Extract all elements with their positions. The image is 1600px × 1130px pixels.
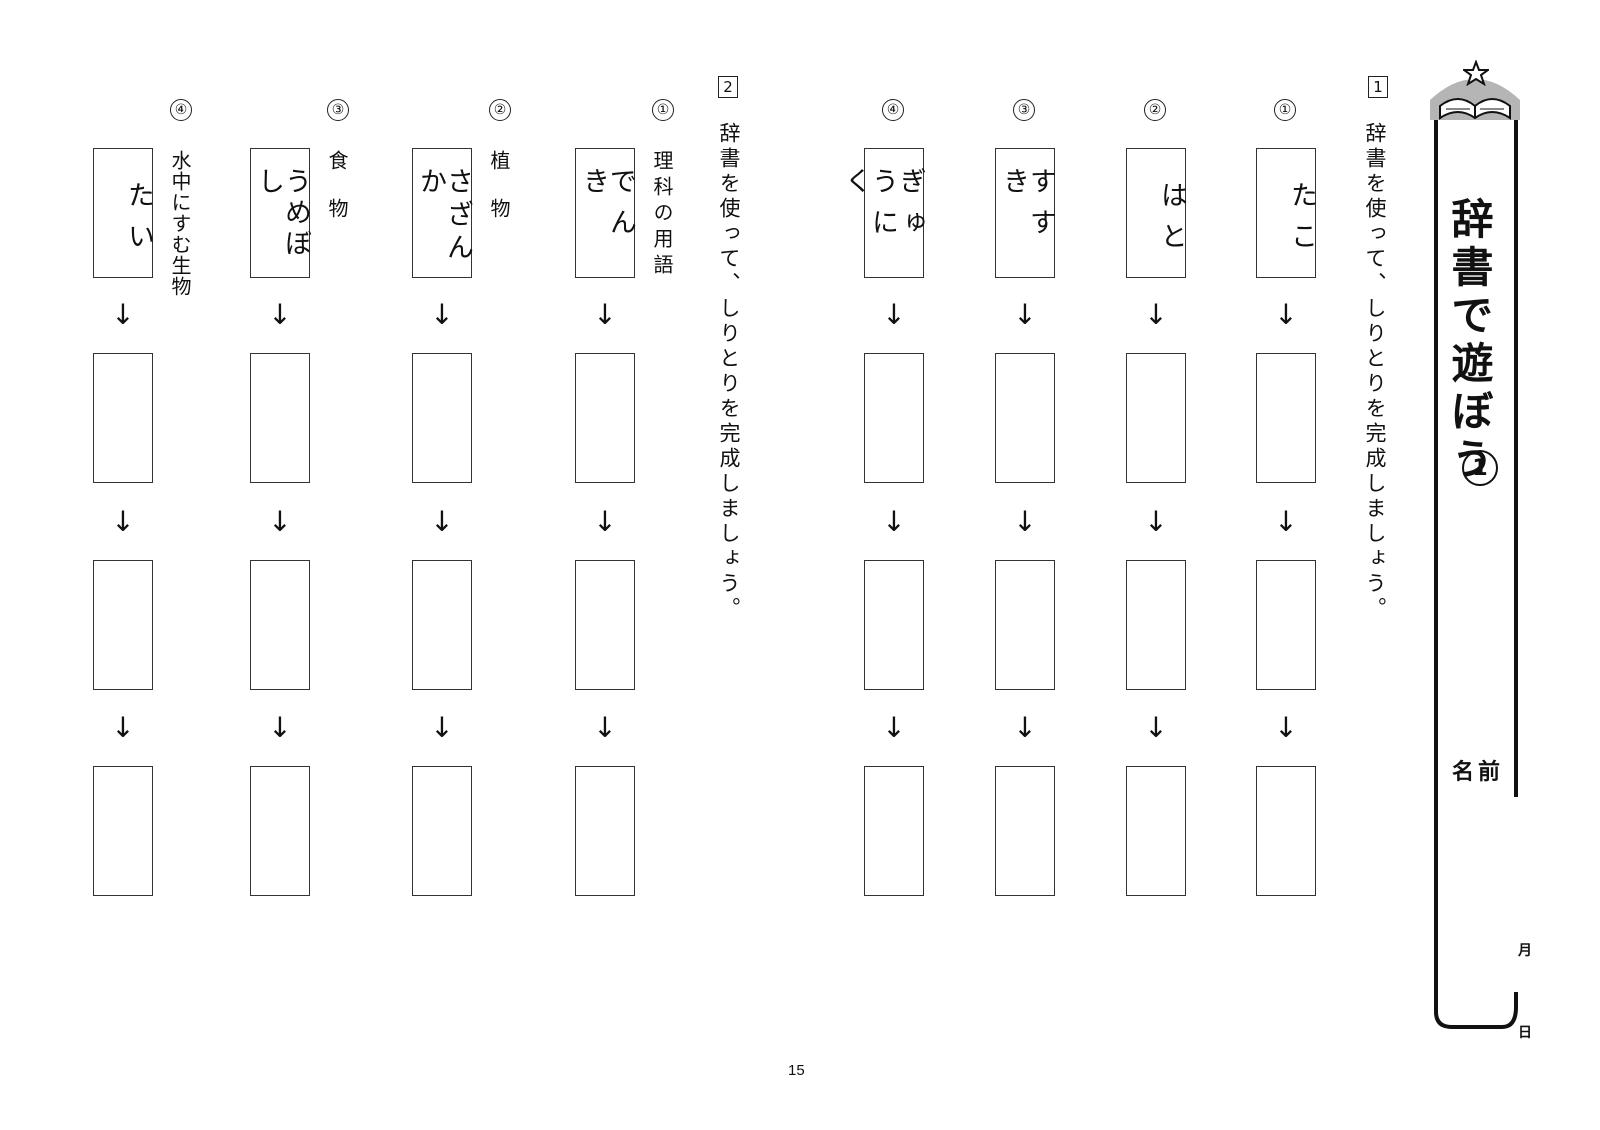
down-arrow-icon: ↓ — [430, 711, 454, 744]
category-label: 食物 — [325, 150, 349, 246]
answer-box[interactable] — [1126, 766, 1186, 896]
down-arrow-icon: ↓ — [593, 711, 617, 744]
start-word-box: はと — [1126, 148, 1187, 278]
answer-box[interactable] — [575, 353, 635, 483]
down-arrow-icon: ↓ — [1013, 711, 1037, 744]
down-arrow-icon: ↓ — [1013, 298, 1037, 331]
down-arrow-icon: ↓ — [430, 298, 454, 331]
item-number: ④ — [170, 99, 192, 121]
answer-box[interactable] — [412, 560, 472, 690]
down-arrow-icon: ↓ — [1144, 298, 1168, 331]
down-arrow-icon: ↓ — [268, 711, 292, 744]
down-arrow-icon: ↓ — [111, 298, 135, 331]
down-arrow-icon: ↓ — [430, 505, 454, 538]
answer-box[interactable] — [995, 353, 1055, 483]
down-arrow-icon: ↓ — [268, 298, 292, 331]
month-label: 月 — [1518, 943, 1532, 959]
title-number: 1 — [1462, 450, 1498, 486]
answer-box[interactable] — [93, 560, 153, 690]
item-number: ① — [652, 99, 674, 121]
answer-box[interactable] — [1256, 560, 1316, 690]
answer-box[interactable] — [250, 766, 310, 896]
start-word-box: うめぼし — [250, 148, 311, 278]
item-number: ① — [1274, 99, 1296, 121]
category-label: 水中にすむ生物 — [168, 150, 192, 297]
answer-box[interactable] — [412, 353, 472, 483]
category-label: 理科の用語 — [650, 150, 674, 280]
answer-box[interactable] — [1126, 353, 1186, 483]
down-arrow-icon: ↓ — [111, 505, 135, 538]
start-word-box: でんき — [575, 148, 636, 278]
category-label: 植物 — [487, 150, 511, 246]
answer-box[interactable] — [412, 766, 472, 896]
answer-box[interactable] — [93, 766, 153, 896]
down-arrow-icon: ↓ — [1144, 711, 1168, 744]
down-arrow-icon: ↓ — [882, 298, 906, 331]
start-word-box: ぎゅうにく — [840, 148, 925, 278]
answer-box[interactable] — [250, 353, 310, 483]
item-number: ③ — [1013, 99, 1035, 121]
start-word-box: さざんか — [412, 148, 473, 278]
answer-box[interactable] — [1126, 560, 1186, 690]
section1-instruction: 辞書を使って、しりとりを完成しましょう。 — [1363, 122, 1387, 622]
item-number: ④ — [882, 99, 904, 121]
start-word-box: すすき — [995, 148, 1056, 278]
answer-box[interactable] — [995, 766, 1055, 896]
answer-box[interactable] — [93, 353, 153, 483]
down-arrow-icon: ↓ — [268, 505, 292, 538]
star-icon — [1463, 60, 1489, 86]
item-number: ② — [489, 99, 511, 121]
answer-box[interactable] — [864, 766, 924, 896]
page-title: 辞書で遊ぼう — [1445, 197, 1494, 485]
page-number: 15 — [788, 1062, 805, 1079]
section2-instruction: 辞書を使って、しりとりを完成しましょう。 — [717, 122, 741, 622]
name-label: 名前 — [1452, 760, 1505, 785]
down-arrow-icon: ↓ — [1274, 711, 1298, 744]
answer-box[interactable] — [1256, 353, 1316, 483]
down-arrow-icon: ↓ — [593, 298, 617, 331]
title-panel: 辞書で遊ぼう 1 名前 月 日 — [1430, 60, 1532, 1052]
item-number: ③ — [327, 99, 349, 121]
start-word-box: たこ — [1256, 148, 1317, 278]
day-label: 日 — [1518, 1025, 1532, 1041]
answer-box[interactable] — [864, 560, 924, 690]
answer-box[interactable] — [575, 766, 635, 896]
section1-number: 1 — [1368, 76, 1388, 98]
down-arrow-icon: ↓ — [111, 711, 135, 744]
down-arrow-icon: ↓ — [882, 505, 906, 538]
down-arrow-icon: ↓ — [1274, 298, 1298, 331]
down-arrow-icon: ↓ — [1144, 505, 1168, 538]
item-number: ② — [1144, 99, 1166, 121]
answer-box[interactable] — [575, 560, 635, 690]
open-book-icon — [1439, 98, 1511, 120]
answer-box[interactable] — [250, 560, 310, 690]
answer-box[interactable] — [995, 560, 1055, 690]
down-arrow-icon: ↓ — [1013, 505, 1037, 538]
answer-box[interactable] — [1256, 766, 1316, 896]
answer-box[interactable] — [864, 353, 924, 483]
down-arrow-icon: ↓ — [882, 711, 906, 744]
down-arrow-icon: ↓ — [593, 505, 617, 538]
section2-number: 2 — [718, 76, 738, 98]
start-word-box: たい — [93, 148, 154, 278]
down-arrow-icon: ↓ — [1274, 505, 1298, 538]
